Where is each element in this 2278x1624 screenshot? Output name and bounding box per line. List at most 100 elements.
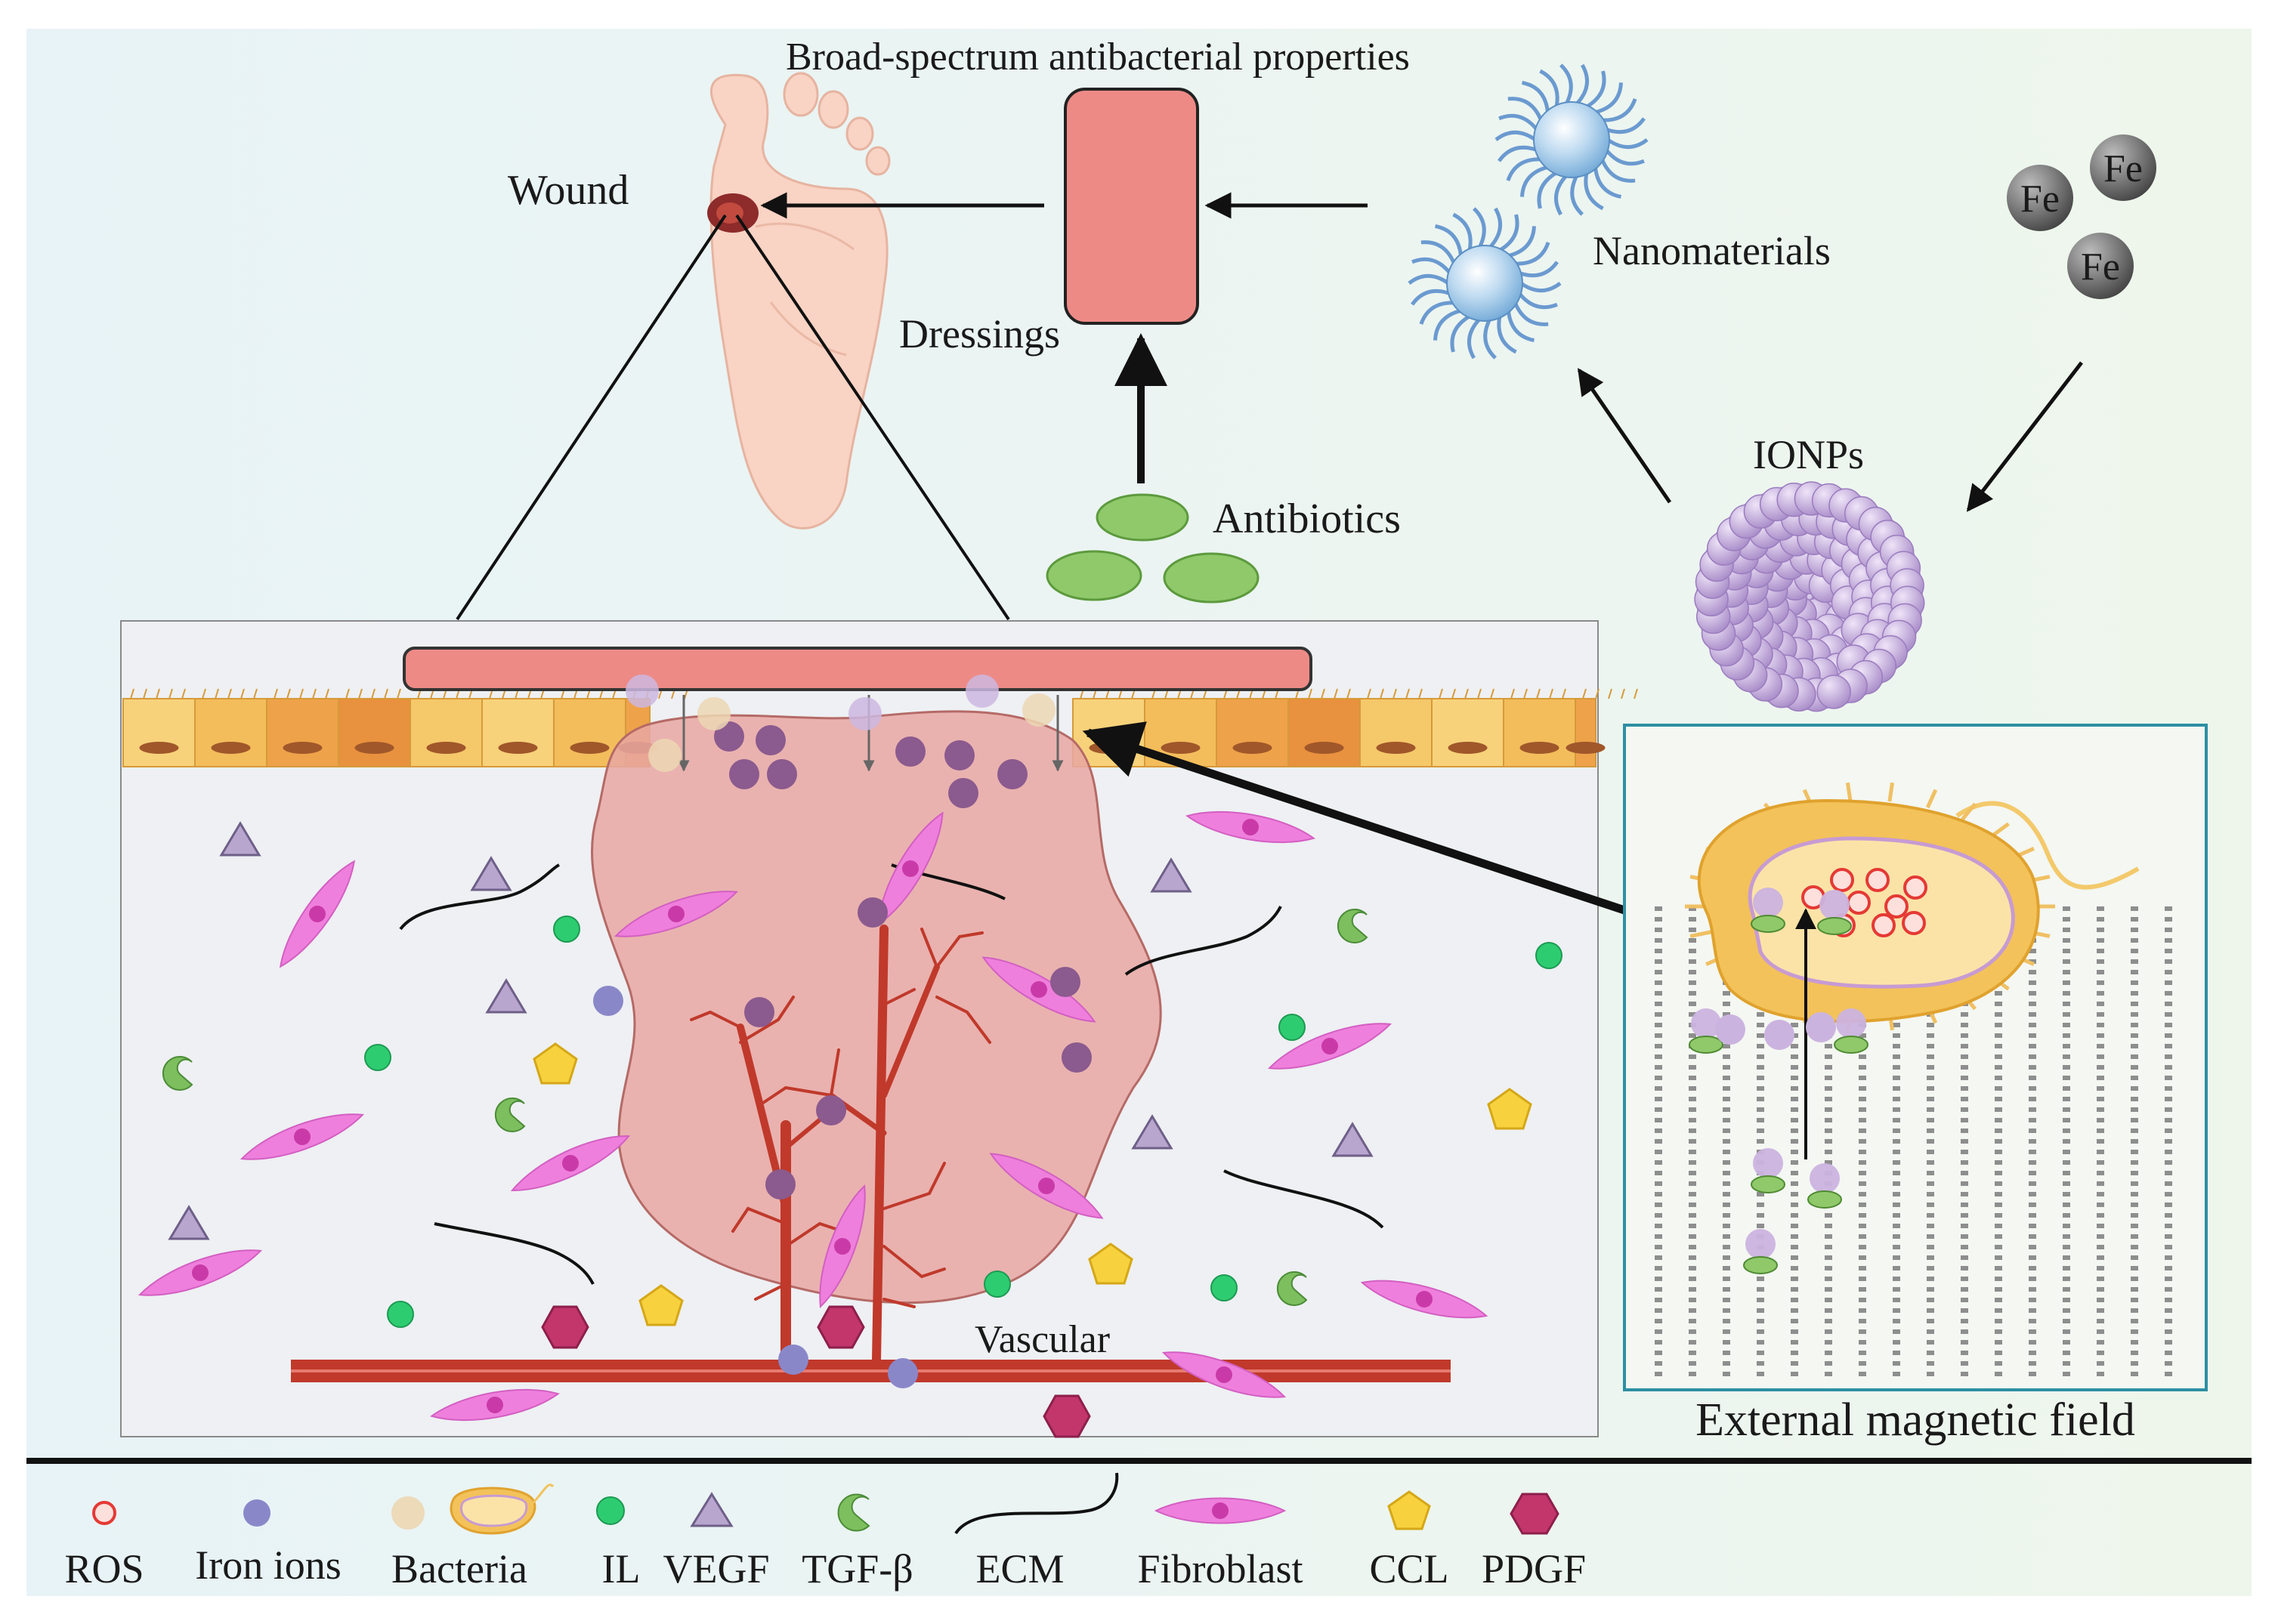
ionp-marker xyxy=(1753,1148,1783,1178)
iron-ion-marker xyxy=(997,759,1028,789)
antibiotic-marker xyxy=(1817,917,1852,935)
antibiotic-pill xyxy=(1046,550,1142,601)
dressing-strip xyxy=(403,647,1312,691)
fibroblast-icon xyxy=(1154,1497,1287,1524)
pdgf-marker xyxy=(541,1305,589,1349)
ecm-fiber xyxy=(434,1222,595,1285)
nanomaterials-label: Nanomaterials xyxy=(1593,228,1831,273)
vegf-triangle-icon xyxy=(690,1492,734,1527)
ionp-marker xyxy=(1764,1020,1794,1050)
arrow-ionps-to-nano xyxy=(1577,368,1672,504)
il-marker xyxy=(1210,1274,1238,1301)
fe-atom: Fe xyxy=(2067,233,2134,299)
antibiotic-marker xyxy=(1751,1175,1785,1193)
svg-text:Fe: Fe xyxy=(2020,178,2060,221)
wound-tissue xyxy=(591,710,1162,1304)
fibroblast-cell xyxy=(981,956,1096,1023)
ros-marker xyxy=(1847,891,1871,915)
fibroblast-cell xyxy=(510,1135,631,1191)
dressings-label: Dressings xyxy=(899,311,1060,357)
ros-marker xyxy=(1903,875,1927,900)
legend-label-fibroblast: Fibroblast xyxy=(1137,1546,1303,1592)
vegf-marker xyxy=(219,821,261,857)
bacterium-cell xyxy=(1685,782,2140,1031)
ecm-fiber xyxy=(399,863,561,931)
ionps-label: IONPs xyxy=(1753,432,1864,477)
il-icon xyxy=(596,1496,625,1525)
pdgf-hexagon-icon xyxy=(1510,1493,1559,1535)
ionp-marker xyxy=(1691,1008,1721,1039)
arrow-fe-to-ionps xyxy=(1966,361,2083,512)
ionp-marker xyxy=(966,675,999,708)
fibroblast-cell xyxy=(819,1184,866,1309)
fibroblast-cell xyxy=(1154,1497,1287,1524)
svg-text:Fe: Fe xyxy=(2103,147,2143,190)
legend-label-pdgf: PDGF xyxy=(1482,1546,1586,1592)
vegf-marker xyxy=(1331,1122,1374,1157)
ionp-marker xyxy=(1810,1163,1840,1193)
wound-label: Wound xyxy=(508,167,629,214)
antibacterial-label: Broad-spectrum antibacterial properties xyxy=(786,36,1410,79)
dressing-block xyxy=(1064,88,1199,325)
iron-ion-marker xyxy=(778,1345,808,1375)
ros-marker xyxy=(1865,868,1890,892)
ionp-marker xyxy=(626,675,659,708)
arrow-magnet-to-wound xyxy=(1082,721,1626,915)
legend-label-vegf: VEGF xyxy=(663,1546,769,1592)
iron-ion-marker xyxy=(944,740,975,770)
ros-marker xyxy=(1902,911,1926,935)
ionp-marker xyxy=(1745,1229,1776,1259)
ecm-fiber xyxy=(1223,1169,1384,1229)
ionp-marker xyxy=(848,697,882,730)
ecm-fiber xyxy=(1124,906,1282,976)
tgf-beta-marker xyxy=(162,1056,193,1091)
vegf-marker xyxy=(168,1205,210,1240)
ionp-marker xyxy=(1715,1014,1745,1045)
il-marker xyxy=(1535,942,1562,969)
vascular-label: Vascular xyxy=(975,1318,1110,1361)
nanomaterial-particle xyxy=(1494,63,1649,216)
scattered-elements xyxy=(138,675,1562,1438)
bacteria-icon xyxy=(391,1484,555,1535)
fibroblast-cell xyxy=(877,811,944,926)
fibroblast-cell xyxy=(1161,1351,1287,1398)
ionp-marker xyxy=(1836,1008,1866,1039)
il-marker xyxy=(1278,1014,1306,1041)
legend-label-il: IL xyxy=(602,1546,641,1592)
antibiotic-marker xyxy=(1743,1256,1778,1274)
fe-atom: Fe xyxy=(2090,134,2156,201)
legend-label-ros: ROS xyxy=(64,1546,144,1592)
ccl-marker xyxy=(1487,1088,1532,1130)
ros-icon xyxy=(92,1501,116,1525)
ros-marker xyxy=(1872,913,1896,937)
iron-ion-marker xyxy=(714,721,744,752)
legend-label-ccl: CCL xyxy=(1369,1546,1448,1592)
ccl-marker xyxy=(1088,1243,1133,1285)
antibiotic-marker xyxy=(1751,915,1785,933)
ionp-antibiotic-conjugates xyxy=(1689,888,1868,1274)
pdgf-marker xyxy=(1043,1394,1091,1438)
magnetic-field-label: External magnetic field xyxy=(1695,1394,2135,1446)
iron-ion-marker xyxy=(593,986,623,1016)
fe-atom: Fe xyxy=(2007,165,2073,231)
fibroblast-cell xyxy=(1267,1023,1392,1070)
tgf-beta-marker xyxy=(1276,1271,1308,1306)
vegf-marker xyxy=(1131,1114,1173,1150)
tgf-beta-marker xyxy=(494,1098,526,1132)
ccl-marker xyxy=(533,1042,578,1085)
antibiotics-label: Antibiotics xyxy=(1213,496,1401,542)
antibiotic-pill xyxy=(1096,493,1189,542)
legend-separator xyxy=(26,1458,2252,1464)
iron-ion-marker xyxy=(756,725,786,755)
svg-text:Fe: Fe xyxy=(2081,245,2120,289)
fibroblast-cell xyxy=(989,1153,1104,1219)
iron-ion-marker xyxy=(895,736,926,767)
bacteria-marker xyxy=(1022,693,1056,727)
nanomaterial-particle xyxy=(1408,207,1562,360)
fibroblast-cell xyxy=(138,1249,263,1296)
ccl-pentagon-icon xyxy=(1387,1490,1431,1530)
bacteria-marker xyxy=(648,739,682,772)
fibroblast-cell xyxy=(430,1388,560,1422)
iron-ion-marker xyxy=(744,997,774,1027)
